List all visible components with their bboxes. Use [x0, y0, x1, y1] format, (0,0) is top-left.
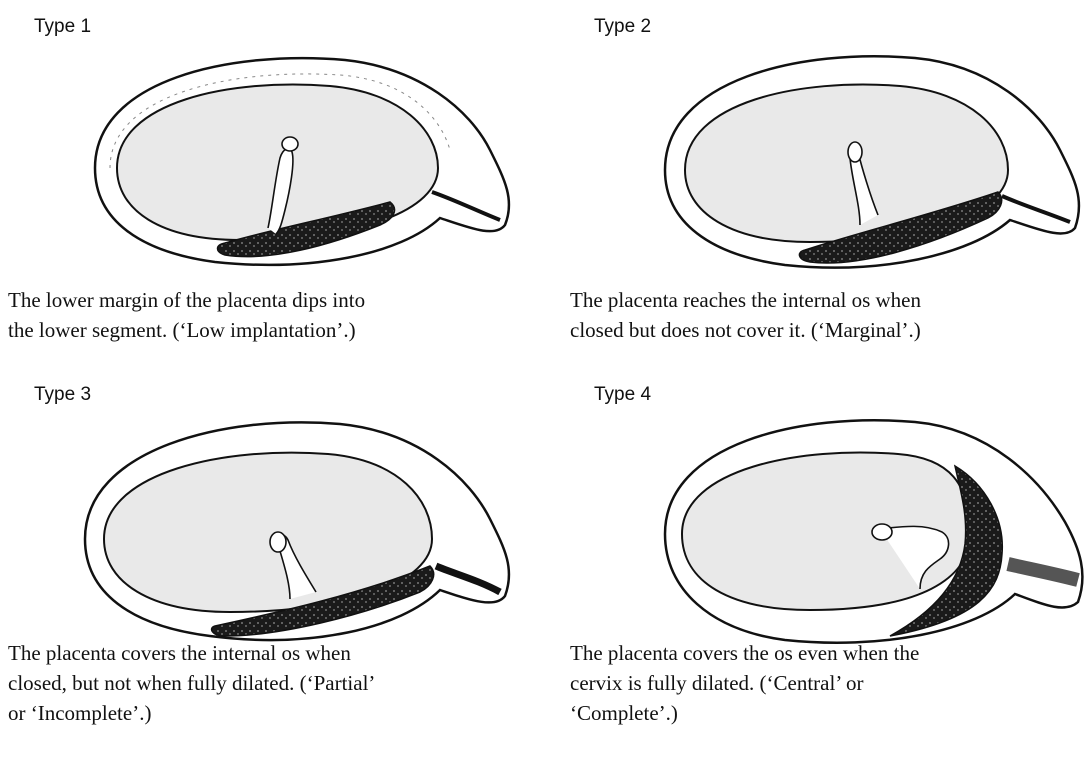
caption-line: The placenta reaches the internal os whe… [570, 285, 1084, 315]
type-label: Type 3 [34, 384, 91, 406]
caption: The lower margin of the placenta dips in… [8, 285, 528, 345]
panel-type-1: Type 1 The lower margin of the placenta … [0, 0, 530, 380]
panel-type-3: Type 3 The placenta covers the internal … [0, 380, 530, 760]
caption-line: The placenta covers the internal os when [8, 638, 528, 668]
type-label: Type 2 [594, 16, 651, 38]
uterus-diagram [560, 404, 1084, 652]
caption-line: closed, but not when fully dilated. (‘Pa… [8, 668, 528, 698]
caption: The placenta covers the os even when the… [570, 638, 1084, 728]
caption-line: The lower margin of the placenta dips in… [8, 285, 528, 315]
caption-line: or ‘Incomplete’.) [8, 698, 528, 728]
caption-line: ‘Complete’.) [570, 698, 1084, 728]
caption-line: closed but does not cover it. (‘Marginal… [570, 315, 1084, 345]
panel-type-4: Type 4 The placenta covers the os even w… [560, 380, 1084, 760]
uterus-diagram [560, 40, 1084, 280]
caption: The placenta reaches the internal os whe… [570, 285, 1084, 345]
type-label: Type 4 [594, 384, 651, 406]
uterus-diagram [0, 40, 530, 280]
panel-type-2: Type 2 The placenta reaches the internal… [560, 0, 1084, 380]
caption-line: the lower segment. (‘Low implantation’.) [8, 315, 528, 345]
uterus-diagram [0, 404, 530, 652]
type-label: Type 1 [34, 16, 91, 38]
caption-line: The placenta covers the os even when the [570, 638, 1084, 668]
caption-line: cervix is fully dilated. (‘Central’ or [570, 668, 1084, 698]
caption: The placenta covers the internal os when… [8, 638, 528, 728]
